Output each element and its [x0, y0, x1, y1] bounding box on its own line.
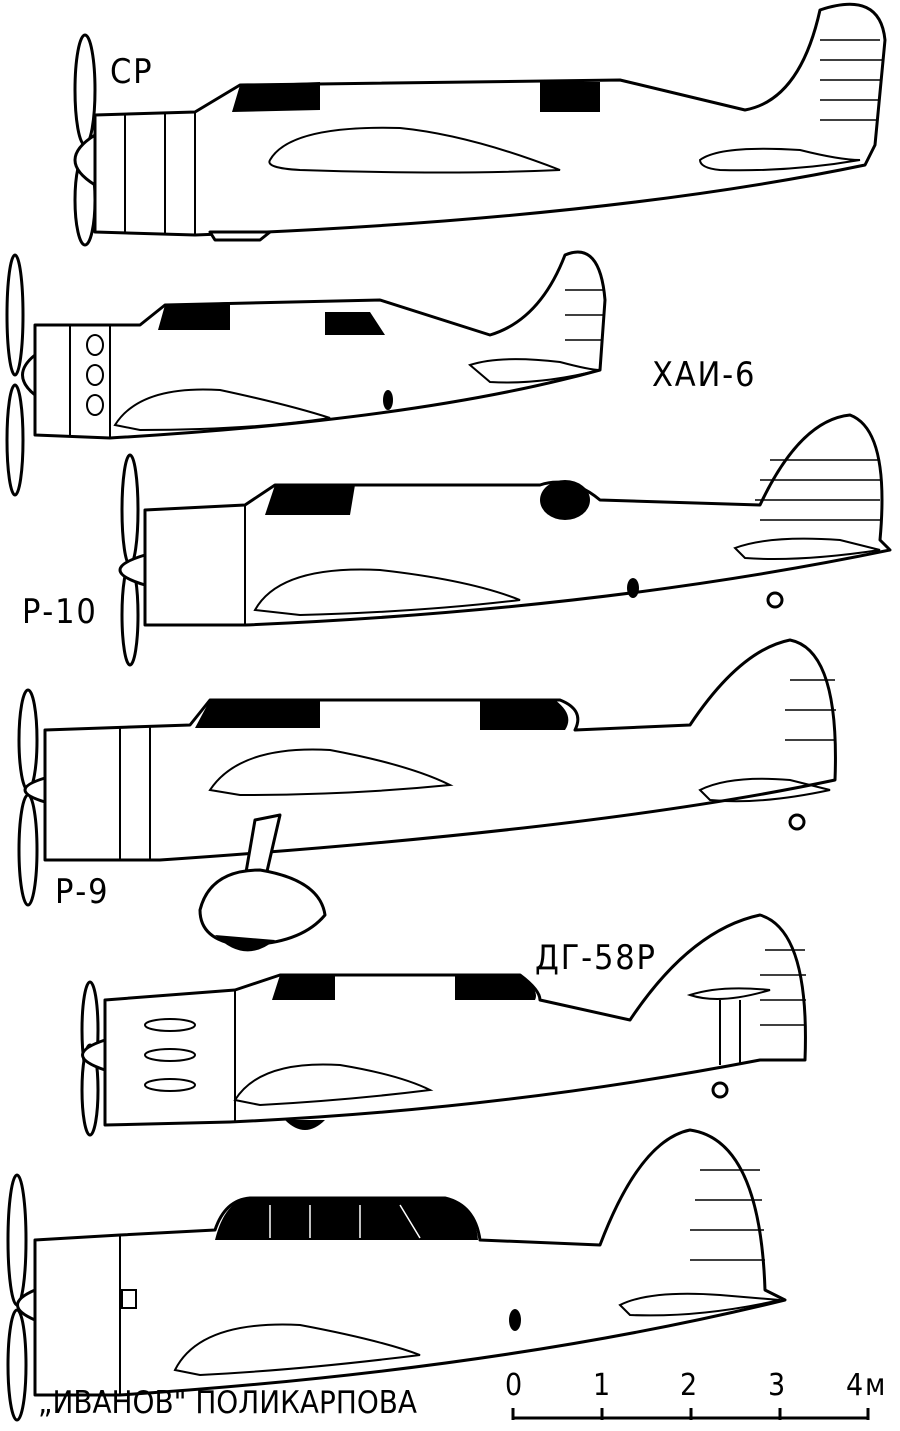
aircraft-sr: [73, 2, 887, 247]
propeller-blade: [73, 33, 97, 147]
aircraft-ivanov: [6, 1128, 787, 1422]
fuselage: [33, 250, 607, 440]
aircraft-khai-6: [5, 250, 607, 497]
fuselage: [103, 913, 807, 1127]
propeller-blade: [5, 383, 25, 497]
propeller-blade: [120, 453, 140, 567]
propeller-blade: [17, 793, 39, 907]
scale-bar-line: [511, 1408, 870, 1420]
propeller-blade: [5, 253, 25, 377]
label-r-9: Р-9: [55, 872, 110, 912]
aircraft-dg-58r: [80, 913, 807, 1137]
spinner: [21, 353, 37, 397]
label-sr: СР: [110, 52, 154, 92]
propeller-blade: [6, 1173, 28, 1307]
label-khai-6: ХАИ-6: [652, 355, 757, 395]
float: [198, 868, 327, 947]
aircraft-r-9: [17, 638, 837, 952]
fuselage: [143, 413, 892, 627]
scale-tick-3: 3: [768, 1368, 787, 1403]
label-dg-58r: ДГ-58Р: [535, 938, 657, 978]
scale-tick-2: 2: [680, 1368, 699, 1403]
scale-tick-0: 0: [505, 1368, 524, 1403]
aircraft-r-10: [118, 413, 892, 667]
label-r-10: Р-10: [22, 592, 98, 632]
fuselage: [93, 2, 887, 237]
label-ivanov: „ИВАНОВ" ПОЛИКАРПОВА: [38, 1385, 418, 1421]
scale-tick-4: 4м: [846, 1368, 888, 1403]
scale-tick-1: 1: [593, 1368, 612, 1403]
propeller-blade: [6, 1308, 28, 1422]
wing-root: [268, 126, 561, 174]
propeller-blade: [17, 688, 39, 792]
fuselage: [43, 638, 837, 862]
tailplane: [698, 147, 861, 172]
